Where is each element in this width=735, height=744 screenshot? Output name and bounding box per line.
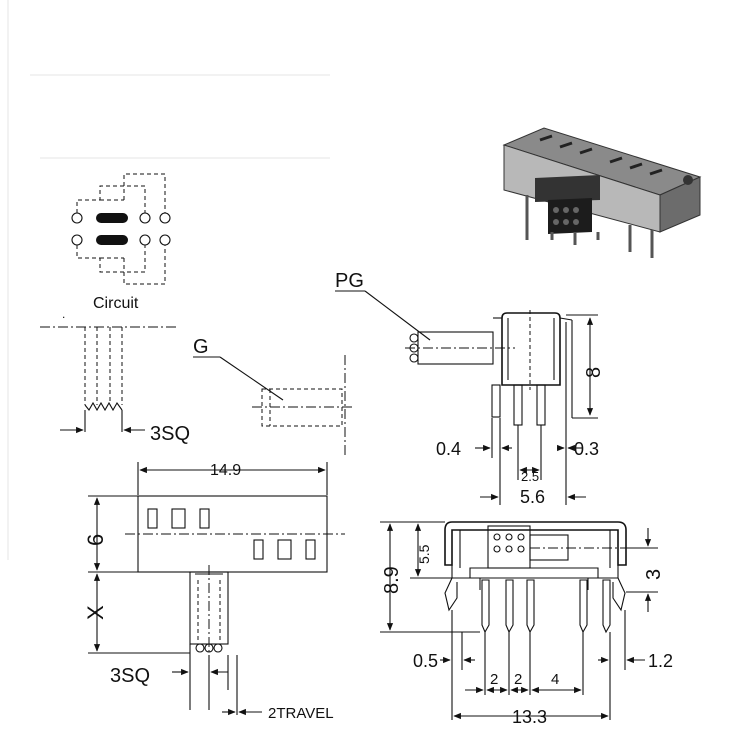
dim-overall-width: 13.3 — [512, 707, 547, 727]
svg-text:.: . — [62, 307, 65, 321]
dim-pitch-side: 2.5 — [521, 469, 539, 484]
dim-x-label: X — [83, 605, 108, 620]
dim-body-length: 14.9 — [210, 462, 241, 479]
travel-label: 2TRAVEL — [268, 705, 334, 722]
dim-span-side: 5.6 — [520, 487, 545, 507]
dim-pin-width: 0.5 — [413, 651, 438, 671]
dim-pitch-a: 2 — [490, 671, 498, 688]
front-view: 8.9 5.5 3 0.5 2 2 4 1.2 — [380, 521, 673, 727]
dim-pin-right: 0.3 — [574, 439, 599, 459]
actuator-top-view: . 3SQ — [40, 307, 190, 445]
circuit-schematic: Circuit — [71, 173, 171, 312]
dim-overall-height: 8.9 — [381, 566, 403, 594]
dim-pitch-c: 4 — [551, 671, 559, 688]
dim-pin-left: 0.4 — [436, 439, 461, 459]
side-view-pg: PG 8 0.4 0.3 2 — [335, 270, 605, 507]
g-label: G — [193, 336, 209, 358]
dim-upper-height: 5.5 — [416, 544, 432, 564]
sq-top-label: 3SQ — [150, 423, 190, 445]
dim-leg-width: 1.2 — [648, 651, 673, 671]
top-view: 14.9 6 X 3SQ 2 — [83, 462, 345, 722]
background-guides — [7, 0, 330, 560]
dim-side-height: 8 — [583, 367, 605, 378]
product-illustration — [502, 127, 702, 258]
dim-tab-height: 3 — [643, 569, 665, 580]
circuit-label: Circuit — [93, 295, 139, 312]
g-view: G — [193, 336, 352, 455]
dim-body-height: 6 — [83, 534, 108, 546]
pg-label: PG — [335, 270, 364, 292]
dim-pitch-b: 2 — [514, 671, 522, 688]
sq-bottom-label: 3SQ — [110, 665, 150, 687]
